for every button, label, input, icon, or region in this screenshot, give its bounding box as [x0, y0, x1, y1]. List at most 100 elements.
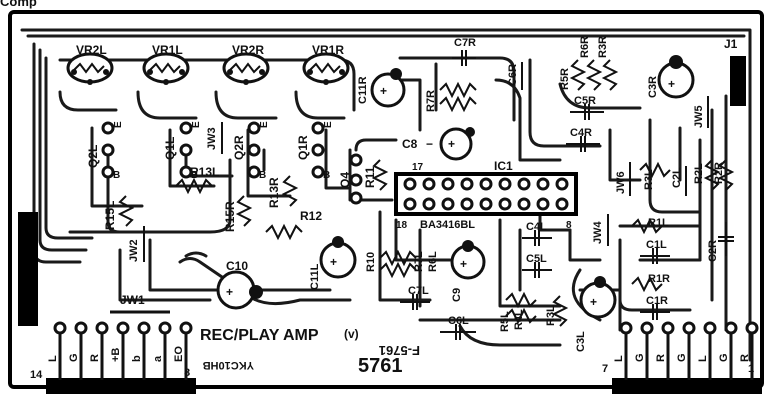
label-q1r: Q1R — [296, 135, 310, 160]
svg-text:14: 14 — [30, 369, 43, 381]
ic1-chip: IC1 BA3416BL 17 18 8 — [394, 159, 578, 231]
resistor-r1r: R1R — [631, 273, 670, 293]
connector-pin-label: EO — [173, 346, 185, 362]
connector-pin-label: R — [739, 354, 751, 362]
svg-text:R7R: R7R — [425, 90, 437, 112]
svg-text:+: + — [226, 285, 233, 299]
ic1-pin-pad — [479, 197, 493, 211]
resistor-r15r: R15R — [223, 195, 253, 232]
top-text: Comp — [0, 0, 37, 9]
ic1-pin-pad — [441, 177, 455, 191]
svg-text:17: 17 — [412, 162, 424, 173]
capacitor-c11l: + C11L — [309, 236, 357, 290]
resistor-r2l: R2L — [693, 159, 721, 191]
trimmer-vr1l: VR1L — [142, 43, 190, 85]
svg-text:18: 18 — [396, 220, 408, 231]
resistor-r12: R12 — [265, 209, 322, 241]
svg-text:JW4: JW4 — [592, 221, 604, 245]
transistor-q4: Q4 — [338, 153, 363, 205]
capacitor-c5r: C5R — [570, 95, 604, 120]
jumper-jw1: JW1 — [110, 293, 170, 314]
capacitor-c7l: C7L — [400, 285, 430, 310]
svg-text:C3R: C3R — [647, 76, 659, 98]
transistor-q2r: Q2R E B — [232, 121, 270, 181]
connector-pad — [619, 321, 633, 335]
svg-text:R3R: R3R — [597, 36, 609, 58]
svg-text:+: + — [380, 84, 387, 98]
transistor-q1r: Q1R E B — [296, 121, 334, 181]
ic1-pin-pad — [498, 197, 512, 211]
capacitor-c1r: C1R — [640, 295, 670, 320]
board-code-mirrored: F-5761 — [379, 343, 420, 358]
jumper-jw5: JW5 — [693, 96, 709, 128]
jumper-jw3: JW3 — [206, 122, 223, 154]
connector-pad — [137, 321, 151, 335]
svg-text:R1L: R1L — [648, 217, 669, 229]
connector-pad — [745, 321, 759, 335]
label-q1l: Q1L — [163, 137, 177, 160]
ic1-pin-pad — [422, 197, 436, 211]
resistor-r3l: R3L — [639, 161, 671, 190]
svg-text:C6R: C6R — [507, 64, 519, 86]
ic1-part: BA3416BL — [420, 219, 475, 231]
svg-text:JW2: JW2 — [128, 239, 140, 262]
connector-pin-label: G — [68, 353, 80, 362]
svg-text:C11L: C11L — [309, 263, 321, 290]
ic1-pin-pad — [460, 177, 474, 191]
connector-pin-label: a — [152, 355, 164, 362]
resistor-r1l: R1L — [631, 217, 669, 235]
svg-text:C9: C9 — [451, 288, 463, 302]
trimmer-vr1r: VR1R — [302, 43, 350, 85]
connector-pad — [724, 321, 738, 335]
resistor-r3l-b: R3L — [545, 295, 569, 327]
connector-pin-label: R — [655, 354, 667, 362]
connector-pin-label: b — [131, 355, 143, 362]
connector-pin-label: L — [697, 355, 709, 362]
resistor-r3r: R3R — [597, 36, 619, 91]
svg-text:C3L: C3L — [575, 331, 587, 352]
capacitor-c5l: C5L — [522, 253, 552, 278]
svg-text:R12: R12 — [300, 209, 322, 223]
label-vr1r: VR1R — [312, 43, 344, 57]
connector-pin-label: G — [634, 353, 646, 362]
svg-text:+: + — [448, 137, 455, 151]
capacitor-c8: + C8 − — [402, 127, 475, 161]
svg-text:R15R: R15R — [223, 201, 237, 232]
label-q4: Q4 — [338, 172, 352, 188]
resistor-r6r: R6R — [579, 36, 603, 91]
svg-text:+: + — [668, 77, 675, 91]
trimmer-vr2r: VR2R — [222, 43, 270, 85]
label-vr2r: VR2R — [232, 43, 264, 57]
ic1-pin-pad — [422, 177, 436, 191]
connector-j1 — [730, 56, 746, 106]
ic1-pin-pad — [403, 177, 417, 191]
svg-text:R5R: R5R — [559, 68, 571, 90]
capacitor-c7r: C7R — [452, 37, 476, 66]
jumper-jw6: JW6 — [615, 162, 631, 196]
resistor-r15l: R15L — [103, 195, 135, 230]
capacitor-c3l: + C3L — [575, 276, 617, 352]
ic1-pin-pad — [536, 197, 550, 211]
svg-text:C2R: C2R — [707, 240, 719, 262]
svg-text:C4R: C4R — [570, 127, 592, 139]
ic1-pin-pad — [517, 197, 531, 211]
connector-pad — [74, 321, 88, 335]
resistor-r10: R10 R7L R6L — [365, 249, 439, 279]
resistor-r5l-r4l: R5L R4L — [499, 291, 537, 332]
svg-text:JW3: JW3 — [206, 127, 218, 150]
svg-text:C1R: C1R — [646, 295, 668, 307]
capacitor-c3r: + C3R — [647, 55, 695, 99]
capacitor-c10: + C10 — [216, 259, 263, 310]
svg-text:B: B — [191, 170, 198, 181]
svg-text:E: E — [191, 121, 202, 128]
connector-pad — [703, 321, 717, 335]
label-q2l: Q2L — [86, 145, 100, 168]
svg-text:E: E — [323, 121, 334, 128]
capacitor-c9: + C9 — [450, 240, 486, 302]
svg-text:REC/PLAY AMP: REC/PLAY AMP — [200, 327, 319, 344]
resistor-r13r: R13R — [267, 175, 299, 208]
svg-text:(v): (v) — [344, 327, 359, 341]
connector-pad — [116, 321, 130, 335]
svg-text:+: + — [590, 295, 597, 309]
